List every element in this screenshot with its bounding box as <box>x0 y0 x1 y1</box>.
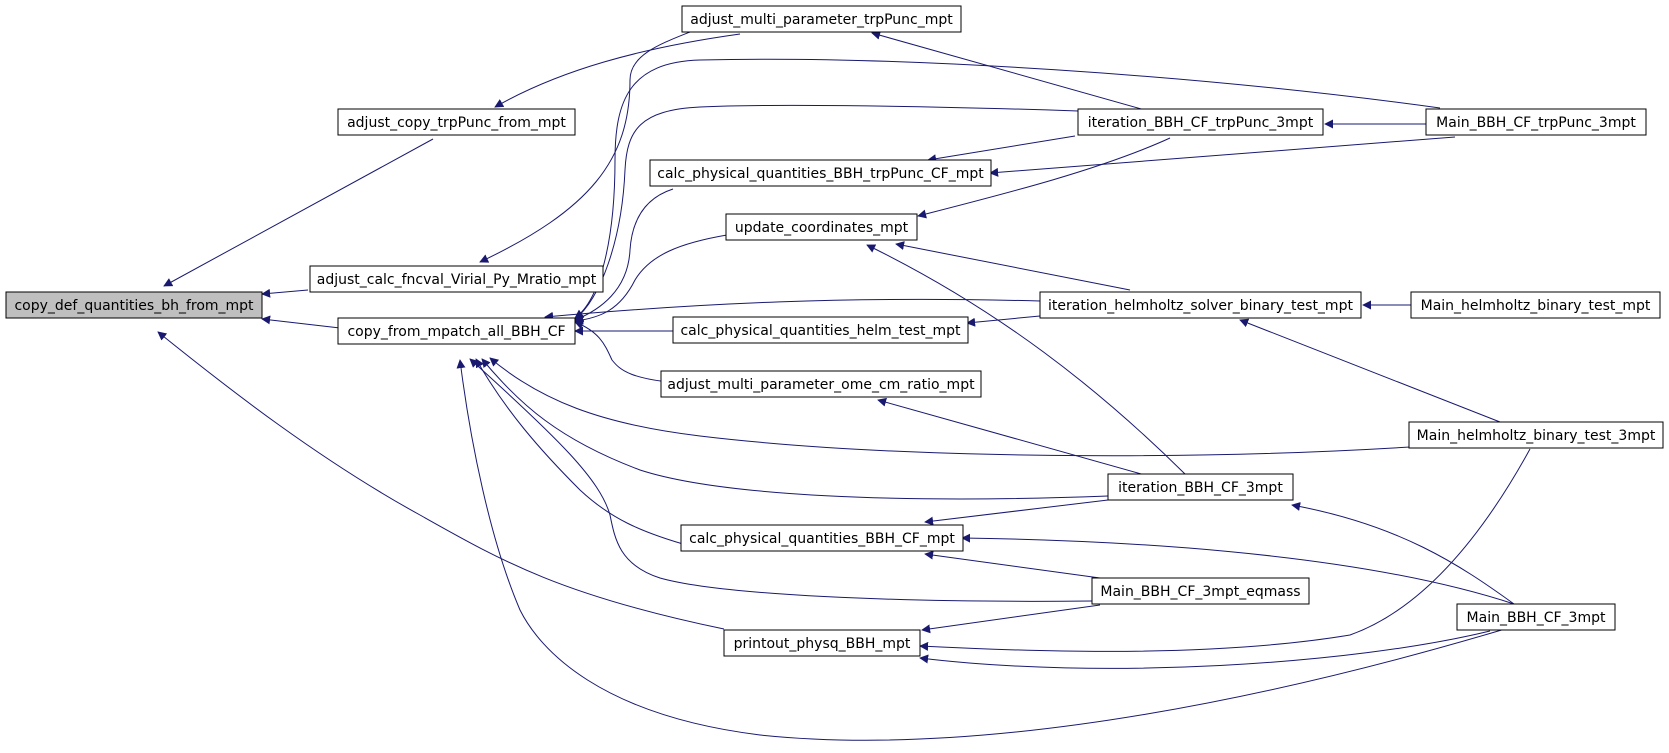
edge-main-helm3-to-iter-helm <box>1239 318 1501 423</box>
node-printout-physq-bbh-mpt[interactable]: printout_physq_BBH_mpt <box>723 629 921 657</box>
node-main-bbh-cf-trppunc-3mpt[interactable]: Main_BBH_CF_trpPunc_3mpt <box>1425 108 1647 136</box>
node-label: iteration_helmholtz_solver_binary_test_m… <box>1048 298 1353 314</box>
node-label: adjust_multi_parameter_trpPunc_mpt <box>690 12 953 28</box>
edge-main-eq-to-printout <box>921 604 1101 634</box>
edge-main-bbh-to-printout <box>919 630 1491 669</box>
edge-calc-bbh-to-copy-from <box>475 358 691 547</box>
node-iteration-helmholtz-solver-binary-test-mpt[interactable]: iteration_helmholtz_solver_binary_test_m… <box>1039 291 1362 319</box>
edge-copy-from-to-copy-def <box>261 315 341 329</box>
node-calc-physical-quantities-bbh-trppunc-cf-mpt[interactable]: calc_physical_quantities_BBH_trpPunc_CF_… <box>649 159 992 187</box>
edge-adjust-calc-to-copy-def <box>261 288 309 298</box>
edge-main-bbh-to-copy-from <box>456 359 1506 741</box>
edge-update-to-copy-from <box>574 234 728 325</box>
node-label: copy_def_quantities_bh_from_mpt <box>14 298 254 314</box>
edge-iter-trp-to-copy-from <box>574 104 1079 320</box>
call-nodes: copy_def_quantities_bh_from_mpt adjust_c… <box>5 5 1664 657</box>
node-adjust-multi-parameter-trppunc-mpt[interactable]: adjust_multi_parameter_trpPunc_mpt <box>681 5 962 33</box>
edge-adj-multi-trp-to-adjust-copy <box>494 33 741 108</box>
edge-iter-trp-to-calc-trp <box>927 135 1076 164</box>
node-label: calc_physical_quantities_helm_test_mpt <box>680 323 961 339</box>
node-adjust-multi-parameter-ome-cm-ratio-mpt[interactable]: adjust_multi_parameter_ome_cm_ratio_mpt <box>660 370 982 398</box>
node-label: Main_BBH_CF_trpPunc_3mpt <box>1436 115 1636 131</box>
node-label: adjust_multi_parameter_ome_cm_ratio_mpt <box>667 377 975 393</box>
edge-iter-trp-to-adj-multi-trp <box>871 30 1146 111</box>
edge-iter-helm-to-update <box>895 241 1131 291</box>
edge-adj-multi-trp-to-adjust-calc <box>479 31 691 263</box>
edge-adjust-copy-to-copy-def <box>163 138 434 287</box>
node-label: Main_BBH_CF_3mpt <box>1467 610 1606 626</box>
node-label: Main_helmholtz_binary_test_3mpt <box>1417 428 1656 444</box>
node-iteration-bbh-cf-trppunc-3mpt[interactable]: iteration_BBH_CF_trpPunc_3mpt <box>1077 108 1324 136</box>
node-calc-physical-quantities-helm-test-mpt[interactable]: calc_physical_quantities_helm_test_mpt <box>672 316 969 344</box>
edge-main-bbh-to-calc-bbh <box>961 533 1515 605</box>
edge-calc-trp-to-copy-from <box>574 188 674 322</box>
edge-iter-trp-to-update <box>917 137 1171 219</box>
node-main-bbh-cf-3mpt-eqmass[interactable]: Main_BBH_CF_3mpt_eqmass <box>1091 577 1310 605</box>
node-label: calc_physical_quantities_BBH_CF_mpt <box>689 531 955 547</box>
node-label: update_coordinates_mpt <box>735 220 909 236</box>
node-main-helmholtz-binary-test-mpt[interactable]: Main_helmholtz_binary_test_mpt <box>1410 291 1661 319</box>
node-label: printout_physq_BBH_mpt <box>734 636 911 652</box>
node-label: Main_BBH_CF_3mpt_eqmass <box>1100 584 1300 600</box>
node-copy-def-quantities-bh-from-mpt[interactable]: copy_def_quantities_bh_from_mpt <box>5 291 263 319</box>
node-main-helmholtz-binary-test-3mpt[interactable]: Main_helmholtz_binary_test_3mpt <box>1408 421 1664 449</box>
edge-adj-ome-to-copy-from <box>574 320 691 385</box>
edge-printout-to-copy-def <box>157 331 725 630</box>
node-adjust-calc-fncval-virial-py-mratio-mpt[interactable]: adjust_calc_fncval_Virial_Py_Mratio_mpt <box>309 265 604 293</box>
edge-main-helm3-to-copy-from <box>489 357 1411 457</box>
node-adjust-copy-trppunc-from-mpt[interactable]: adjust_copy_trpPunc_from_mpt <box>337 108 576 136</box>
edge-main-trp-to-calc-trp <box>989 136 1456 177</box>
edge-main-helm3-to-printout <box>919 448 1531 652</box>
edge-iter-helm-to-calc-helm <box>966 315 1041 327</box>
edge-iter-bbh-to-calc-bbh <box>924 499 1109 526</box>
node-label: Main_helmholtz_binary_test_mpt <box>1421 298 1651 314</box>
edge-main-trp-to-copy-from <box>574 58 1441 319</box>
node-label: iteration_BBH_CF_3mpt <box>1118 480 1283 496</box>
node-label: iteration_BBH_CF_trpPunc_3mpt <box>1088 115 1314 131</box>
node-label: copy_from_mpatch_all_BBH_CF <box>347 324 565 340</box>
node-label: calc_physical_quantities_BBH_trpPunc_CF_… <box>657 166 984 182</box>
node-label: adjust_copy_trpPunc_from_mpt <box>347 115 566 131</box>
edge-iter-bbh-to-copy-from <box>481 358 1109 500</box>
edge-iter-bbh-to-adj-ome <box>877 397 1146 476</box>
edge-main-eq-to-copy-from <box>469 358 1093 602</box>
node-main-bbh-cf-3mpt[interactable]: Main_BBH_CF_3mpt <box>1456 603 1616 631</box>
edge-main-bbh-to-iter-bbh <box>1291 502 1515 605</box>
node-iteration-bbh-cf-3mpt[interactable]: iteration_BBH_CF_3mpt <box>1107 473 1294 501</box>
node-copy-from-mpatch-all-bbh-cf[interactable]: copy_from_mpatch_all_BBH_CF <box>337 317 576 345</box>
call-edges <box>157 30 1531 741</box>
edge-iter-helm-to-copy-from <box>544 298 1041 321</box>
node-label: adjust_calc_fncval_Virial_Py_Mratio_mpt <box>317 272 597 288</box>
node-update-coordinates-mpt[interactable]: update_coordinates_mpt <box>725 213 918 241</box>
edge-main-eq-to-calc-bbh <box>924 550 1101 579</box>
edge-iter-bbh-to-update <box>866 244 1186 475</box>
node-calc-physical-quantities-bbh-cf-mpt[interactable]: calc_physical_quantities_BBH_CF_mpt <box>680 524 964 552</box>
